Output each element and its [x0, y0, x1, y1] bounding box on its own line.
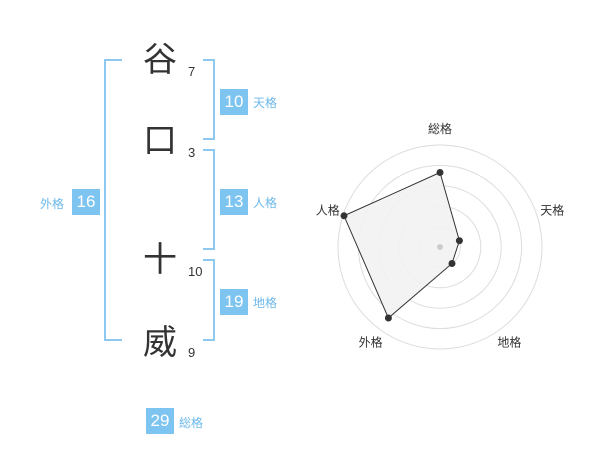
soukaku-label: 総格 — [179, 416, 204, 430]
radar-axis-label-1: 総格 — [428, 121, 452, 136]
radar-axis-label-5: 人格 — [316, 203, 340, 218]
tenkaku-label: 天格 — [253, 96, 278, 110]
jinkaku-value: 13 — [220, 189, 248, 215]
radar-point-1 — [436, 169, 444, 176]
tenkaku-value: 10 — [220, 89, 248, 115]
name-char-3: 十 — [143, 240, 177, 280]
soukaku-value: 29 — [146, 408, 174, 434]
radar-data-area — [343, 171, 460, 319]
radar-point-3 — [448, 260, 456, 267]
jinkaku-bracket — [203, 149, 215, 250]
gaikaku-label: 外格 — [40, 197, 65, 211]
gaikaku-bracket — [104, 59, 122, 341]
gaikaku-value: 16 — [72, 189, 100, 215]
stroke-count-4: 9 — [188, 345, 196, 360]
radar-center-point — [437, 244, 443, 250]
radar-axis-label-4: 外格 — [359, 335, 383, 350]
name-char-2: 口 — [143, 121, 177, 161]
radar-grid-ring-5 — [337, 144, 543, 350]
name-char-4: 威 — [143, 323, 177, 363]
chikaku-value: 19 — [220, 289, 248, 315]
radar-axis-label-3: 地格 — [497, 335, 521, 350]
name-char-1: 谷 — [143, 40, 177, 80]
chikaku-label: 地格 — [253, 296, 278, 310]
radar-point-5 — [340, 212, 348, 220]
chikaku-bracket — [203, 259, 215, 341]
tenkaku-bracket — [203, 59, 215, 140]
radar-axis-label-2: 天格 — [540, 203, 564, 218]
jinkaku-label: 人格 — [253, 196, 278, 210]
stroke-count-1: 7 — [188, 64, 196, 79]
stroke-count-3: 10 — [188, 264, 203, 279]
radar-point-2 — [455, 237, 463, 245]
stroke-count-2: 3 — [188, 145, 196, 160]
radar-point-4 — [384, 314, 392, 322]
